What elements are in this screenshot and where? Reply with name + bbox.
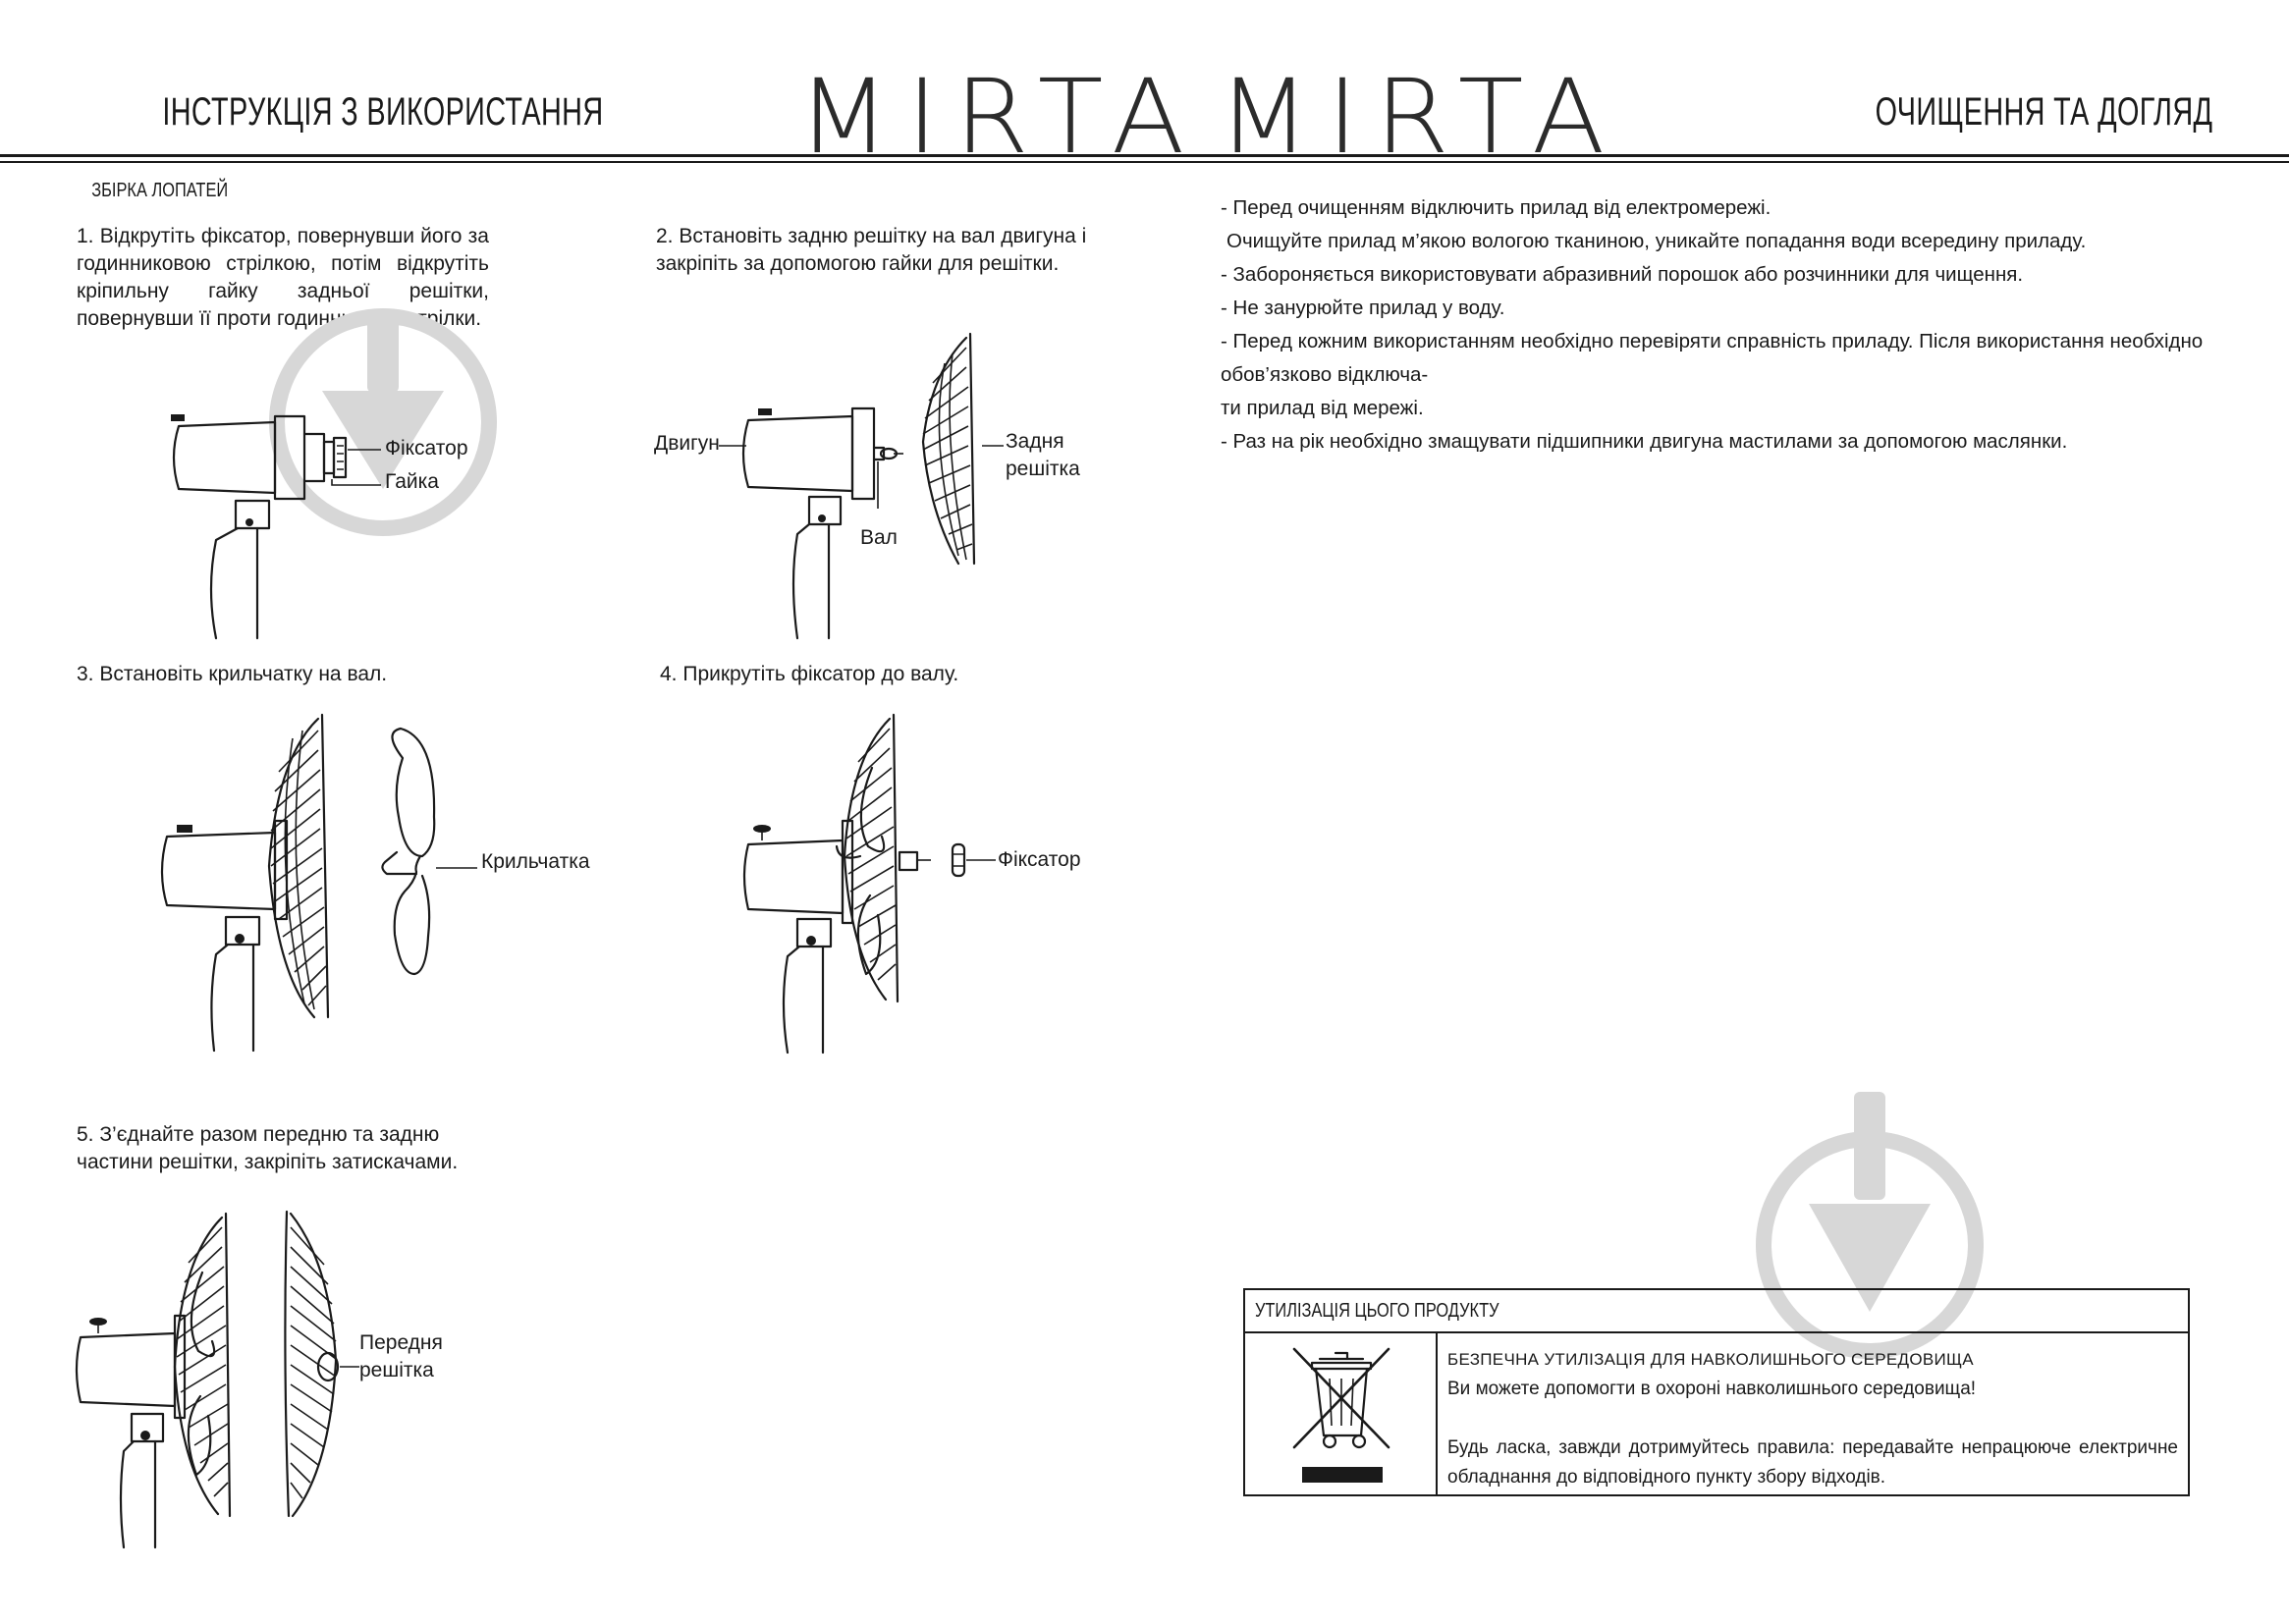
label-rear-guard-1: Задня — [1006, 430, 1064, 453]
care-item: - Забороняється використовувати абразивн… — [1221, 263, 2024, 286]
disposal-subtitle: БЕЗПЕЧНА УТИЛІЗАЦІЯ ДЛЯ НАВКОЛИШНЬОГО СЕ… — [1447, 1350, 1974, 1369]
download-arrow-watermark-icon — [269, 308, 497, 536]
care-item: ти прилад від мережі. — [1221, 397, 1424, 419]
disposal-icon-cell — [1245, 1333, 1438, 1496]
care-item: Очищуйте прилад м’якою вологою тканиною,… — [1226, 230, 2087, 252]
disposal-line-2: Будь ласка, завжди дотримуйтесь правила:… — [1447, 1437, 2178, 1488]
crossed-out-wheelie-bin-icon — [1292, 1347, 1390, 1483]
brand-logo-left: MIRTA — [797, 57, 1202, 177]
guard-leader-line — [982, 445, 1004, 447]
label-impeller: Крильчатка — [481, 850, 590, 873]
disposal-title: УТИЛІЗАЦІЯ ЦЬОГО ПРОДУКТУ — [1255, 1300, 1499, 1322]
label-front-guard-1: Передня — [359, 1331, 443, 1354]
step-3-text: 3. Встановіть крильчатку на вал. — [77, 663, 388, 685]
left-page-title: ІНСТРУКЦІЯ З ВИКОРИСТАННЯ — [162, 90, 604, 134]
assembly-section-title: ЗБІРКА ЛОПАТЕЙ — [91, 180, 229, 201]
step-3-diagram — [160, 713, 477, 1053]
label-motor: Двигун — [654, 432, 720, 455]
label-front-guard-2: решітка — [359, 1359, 434, 1381]
step-5-diagram — [75, 1210, 359, 1549]
step-2-diagram — [741, 332, 976, 640]
step-4-diagram — [742, 713, 996, 1055]
label-rear-guard-2: решітка — [1006, 458, 1080, 480]
care-instructions: - Перед очищенням відключить прилад від … — [1221, 191, 2212, 459]
header-rule-thin — [0, 161, 2289, 163]
care-item: - Перед кожним використанням необхідно п… — [1221, 330, 2204, 386]
disposal-line-1: Ви можете допомогти в охороні навколишнь… — [1447, 1379, 1977, 1399]
header-rule — [0, 154, 2289, 157]
step-5-text: 5. З’єднайте разом передню та задню част… — [77, 1123, 459, 1173]
care-item: - Раз на рік необхідно змащувати підшипн… — [1221, 430, 2068, 453]
label-lock-2: Фіксатор — [998, 848, 1081, 871]
label-shaft: Вал — [860, 526, 898, 549]
care-item: - Перед очищенням відключить прилад від … — [1221, 196, 1771, 219]
download-arrow-watermark-icon — [1756, 1092, 1984, 1359]
disposal-box: УТИЛІЗАЦІЯ ЦЬОГО ПРОДУКТУ БЕЗПЕЧНА УТИЛІ… — [1243, 1288, 2190, 1496]
label-lock-1: Фіксатор — [385, 437, 468, 460]
step-2-text: 2. Встановіть задню решітку на вал двигу… — [656, 225, 1087, 275]
disposal-body: БЕЗПЕЧНА УТИЛІЗАЦІЯ ДЛЯ НАВКОЛИШНЬОГО СЕ… — [1447, 1345, 2178, 1492]
step-1-diagram — [171, 414, 381, 640]
care-item: - Не занурюйте прилад у воду. — [1221, 297, 1505, 319]
motor-leader-line — [719, 445, 746, 447]
label-nut: Гайка — [385, 470, 439, 493]
step-4-text: 4. Прикрутіть фіксатор до валу. — [660, 663, 959, 685]
step-1-text: 1. Відкрутіть фіксатор, повернувши його … — [77, 225, 489, 330]
disposal-header: УТИЛІЗАЦІЯ ЦЬОГО ПРОДУКТУ — [1245, 1290, 2188, 1333]
right-page-title: ОЧИЩЕННЯ ТА ДОГЛЯД — [1875, 90, 2212, 134]
brand-logo-right: MIRTA — [1218, 57, 1622, 177]
